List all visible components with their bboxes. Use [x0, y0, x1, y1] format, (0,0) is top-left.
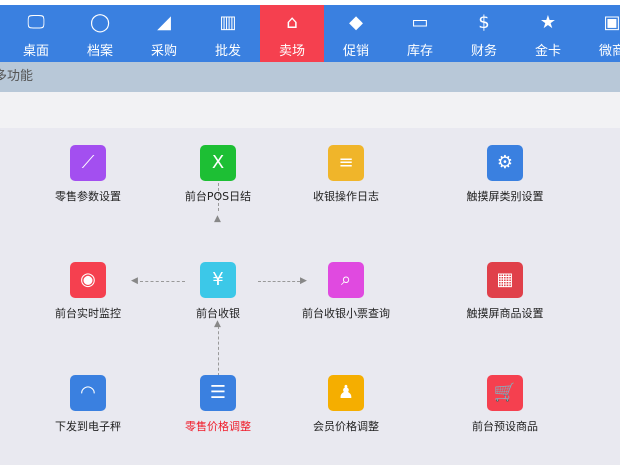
gear-icon: ⚙	[487, 145, 523, 181]
top-strip	[0, 0, 620, 5]
function-item[interactable]: X 前台POS日结	[158, 145, 278, 204]
function-label: 触摸屏类别设置	[466, 190, 544, 203]
tab-7[interactable]: $ 财务	[452, 5, 516, 62]
function-label: 前台实时监控	[55, 307, 121, 320]
tab-label: 财务	[470, 44, 497, 59]
function-item[interactable]: ♟ 会员价格调整	[286, 375, 406, 434]
function-item[interactable]: ▦ 触摸屏商品设置	[445, 262, 565, 321]
inbox-icon: ▭	[411, 12, 429, 33]
arrowhead: ▲	[214, 319, 221, 329]
tab-label: 金卡	[534, 44, 561, 59]
function-label: 前台收银小票查询	[302, 307, 390, 320]
arrowhead: ◀	[131, 276, 138, 286]
tab-label: 微商	[598, 44, 620, 59]
tab-5[interactable]: ◆ 促销	[324, 5, 388, 62]
monitor-eye-icon: ◉	[70, 262, 106, 298]
cashier-icon: ¥	[200, 262, 236, 298]
tab-4[interactable]: ⌂ 卖场	[260, 5, 324, 62]
function-item[interactable]: ⌕ 前台收银小票查询	[286, 262, 406, 321]
arrow-up-pos	[218, 158, 219, 211]
function-item[interactable]: ⚙ 触摸屏类别设置	[445, 145, 565, 204]
function-item[interactable]: ◠ 下发到电子秤	[28, 375, 148, 434]
price-adjust-icon: ☰	[200, 375, 236, 411]
function-label: 前台预设商品	[472, 420, 538, 433]
tab-6[interactable]: ▭ 库存	[388, 5, 452, 62]
shop-icon: ▣	[603, 12, 620, 33]
tag-icon: ◆	[349, 12, 363, 33]
arrow-right-ticket	[258, 281, 300, 282]
tab-9[interactable]: ▣ 微商	[580, 5, 620, 62]
sub-header-title: 多功能	[0, 69, 34, 84]
dollar-icon: $	[478, 12, 490, 33]
function-label: 零售参数设置	[55, 190, 121, 203]
arrowhead: ▶	[300, 276, 307, 286]
function-item[interactable]: ⟋ 零售参数设置	[28, 145, 148, 204]
sub-header: 多功能	[0, 62, 620, 92]
function-item[interactable]: 🛒 前台预设商品	[445, 375, 565, 434]
scale-icon: ◠	[70, 375, 106, 411]
tab-label: 桌面	[22, 44, 49, 59]
arrow-up-from-price-adjust	[218, 326, 219, 376]
function-item[interactable]: ≡ 收银操作日志	[286, 145, 406, 204]
grid-icon: ▦	[487, 262, 523, 298]
tab-label: 库存	[406, 44, 433, 59]
arrowhead: ▲	[214, 214, 221, 224]
search-document-icon: ⌕	[328, 262, 364, 298]
line-chart-icon: ⟋	[70, 145, 106, 181]
star-icon: ★	[539, 12, 557, 33]
cart-icon: 🛒	[487, 375, 523, 411]
function-label: 收银操作日志	[313, 190, 379, 203]
function-label: 会员价格调整	[313, 420, 379, 433]
excel-icon: X	[200, 145, 236, 181]
store-icon: ⌂	[286, 12, 298, 33]
tab-0[interactable]: 🖵 桌面	[4, 5, 68, 62]
function-item[interactable]: ◉ 前台实时监控	[28, 262, 148, 321]
function-panel: ▲ ◀ ▶ ▲ ⟋ 零售参数设置 X 前台POS日结 ≡ 收银操作日志 ⚙ 触摸屏类别设置 ◉ 前…	[0, 128, 620, 465]
arrow-left-monitor	[140, 281, 185, 282]
tab-label: 采购	[150, 44, 177, 59]
tab-label: 促销	[342, 44, 369, 59]
chart-area-icon: ◢	[157, 12, 171, 33]
main-nav: 🖵 桌面 ◯ 档案 ◢ 采购 ▥ 批发 ⌂ 卖场 ◆ 促销 ▭ 库存 $ 财务 ★ 金卡 ▣ 微商	[0, 5, 620, 62]
function-label: 下发到电子秤	[55, 420, 121, 433]
tab-3[interactable]: ▥ 批发	[196, 5, 260, 62]
function-item[interactable]: ¥ 前台收银	[158, 262, 278, 321]
function-label: 前台POS日结	[184, 190, 252, 203]
function-label: 零售价格调整	[185, 420, 251, 433]
tab-8[interactable]: ★ 金卡	[516, 5, 580, 62]
member-icon: ♟	[328, 375, 364, 411]
bar-chart-icon: ▥	[219, 12, 237, 33]
tab-2[interactable]: ◢ 采购	[132, 5, 196, 62]
monitor-icon: 🖵	[27, 12, 45, 33]
user-icon: ◯	[90, 12, 111, 33]
tab-label: 批发	[214, 44, 241, 59]
function-item[interactable]: ☰ 零售价格调整	[158, 375, 278, 434]
function-label: 触摸屏商品设置	[466, 307, 544, 320]
function-label: 前台收银	[196, 307, 240, 320]
tab-label: 卖场	[278, 44, 305, 59]
tab-label: 档案	[86, 44, 113, 59]
tab-1[interactable]: ◯ 档案	[68, 5, 132, 62]
document-icon: ≡	[328, 145, 364, 181]
